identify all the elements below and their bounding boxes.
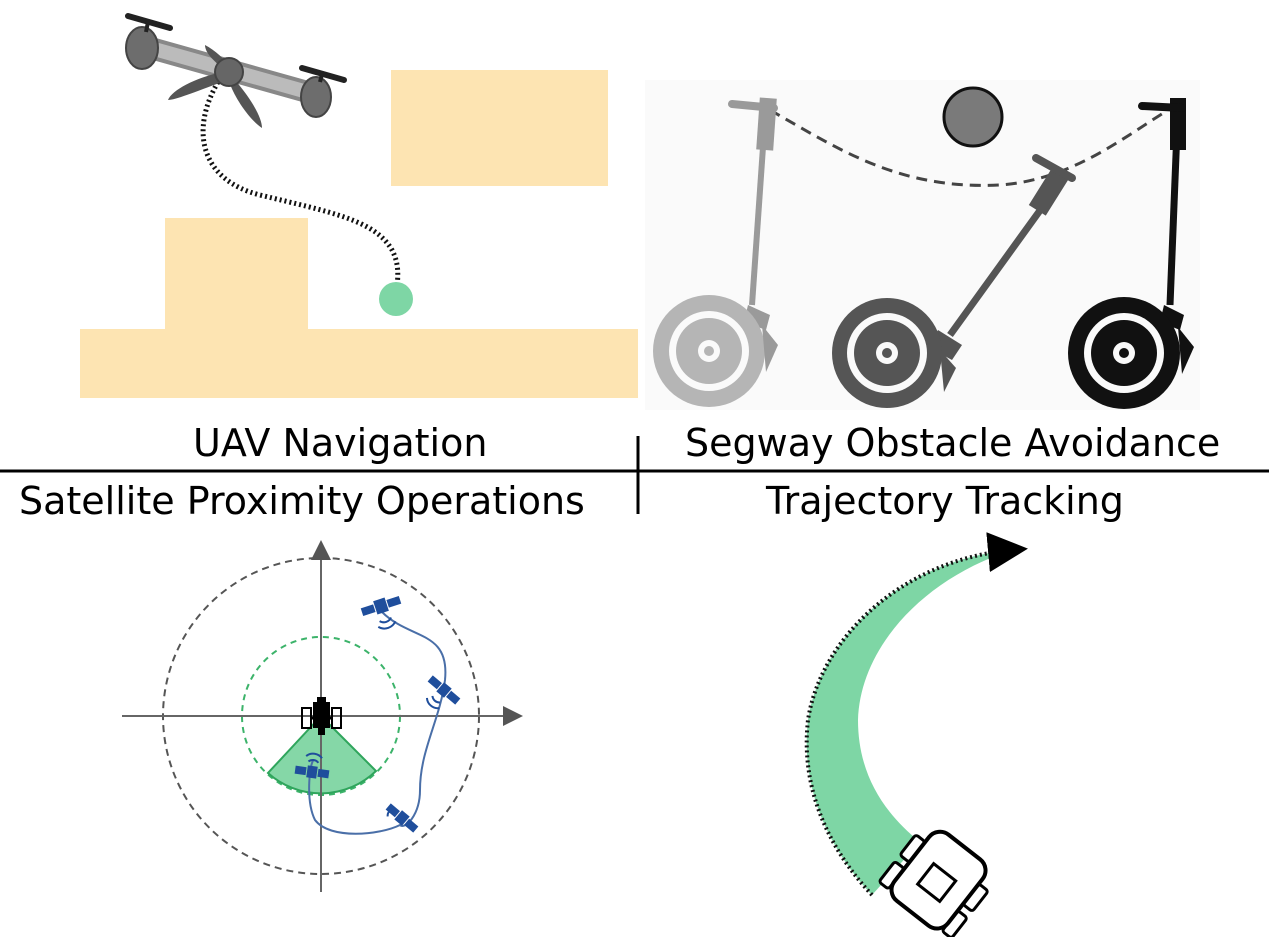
tracking-error-band: [806, 550, 1012, 895]
segway-icon: [653, 97, 778, 407]
reference-trajectory: [804, 532, 1028, 897]
uav-trajectory: [200, 80, 401, 293]
segway-panel: [645, 80, 1200, 410]
panel-label-segway: Segway Obstacle Avoidance: [685, 421, 1221, 465]
panel-label-satellite: Satellite Proximity Operations: [19, 479, 585, 523]
floor-obstacle: [80, 218, 638, 398]
goal-marker: [379, 282, 413, 316]
satellite-panel: [122, 540, 523, 892]
satellite-icon: [360, 596, 402, 630]
panel-label-uav: UAV Navigation: [193, 421, 488, 465]
uav-panel: [80, 13, 638, 398]
floating-obstacle: [391, 70, 608, 186]
quadrotor-drone-icon: [125, 13, 347, 128]
segway-icon: [1068, 98, 1194, 409]
ground-robot-icon: [878, 829, 989, 937]
obstacle-ball: [942, 86, 1004, 148]
panel-label-tracking: Trajectory Tracking: [766, 479, 1124, 523]
segway-icon: [832, 154, 1076, 408]
chaser-trajectory: [308, 611, 447, 835]
satellite-icon: [425, 675, 461, 710]
target-satellite-icon: [301, 697, 342, 735]
tracking-panel: [804, 532, 1028, 937]
satellite-icon: [294, 752, 330, 779]
satellite-icon: [385, 803, 419, 833]
